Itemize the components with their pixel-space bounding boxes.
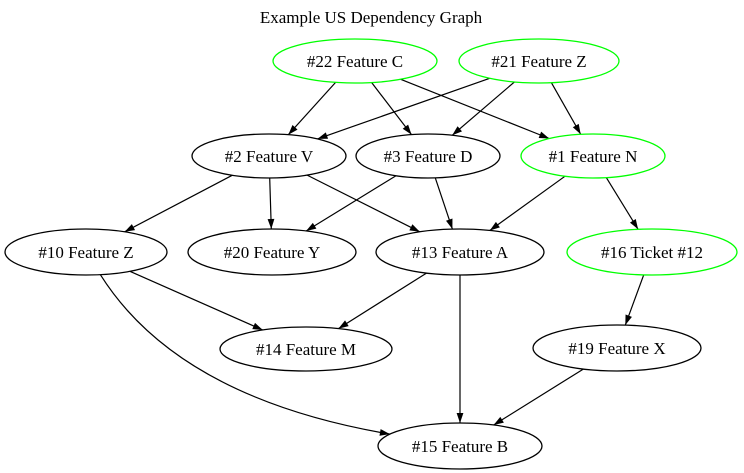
node-label: #15 Feature B [412, 437, 508, 456]
graph-node-n20: #20 Feature Y [187, 228, 357, 276]
graph-title: Example US Dependency Graph [260, 8, 483, 27]
graph-node-n16: #16 Ticket #12 [566, 228, 738, 276]
edges-layer [99, 77, 645, 436]
edge-n21-n3 [451, 81, 515, 136]
edge-n2-n13 [306, 174, 421, 233]
edge-n3-n20 [305, 175, 397, 232]
graph-node-n14: #14 Feature M [219, 326, 393, 372]
graph-node-n13: #13 Feature A [375, 228, 545, 276]
node-label: #10 Feature Z [38, 243, 133, 262]
node-label: #19 Feature X [568, 339, 665, 358]
node-label: #22 Feature C [307, 52, 403, 71]
edge-n10-n15 [99, 274, 391, 436]
graph-node-n15: #15 Feature B [377, 422, 543, 470]
node-label: #13 Feature A [412, 243, 509, 262]
node-ellipse [532, 324, 702, 372]
edge-n1-n13 [489, 175, 566, 231]
node-label: #2 Feature V [225, 147, 314, 166]
graph-node-n22: #22 Feature C [272, 38, 438, 84]
node-ellipse [377, 422, 543, 470]
graph-node-n10: #10 Feature Z [4, 228, 168, 276]
node-ellipse [375, 228, 545, 276]
nodes-layer: #22 Feature C #21 Feature Z #2 Feature V #3… [4, 38, 738, 470]
edge-n22-n1 [400, 78, 550, 140]
edge-n13-n14 [338, 272, 427, 330]
node-ellipse [219, 326, 393, 372]
edge-n1-n16 [605, 177, 639, 230]
edge-n3-n13 [434, 177, 453, 230]
node-ellipse [520, 133, 666, 179]
edge-n2-n10 [124, 174, 233, 233]
node-label: #21 Feature Z [491, 52, 586, 71]
node-ellipse [566, 228, 738, 276]
edge-n19-n15 [493, 368, 584, 426]
graph-node-n2: #2 Feature V [191, 133, 347, 179]
node-ellipse [191, 133, 347, 179]
edge-n21-n2 [317, 77, 490, 140]
edge-n21-n1 [550, 82, 582, 135]
node-label: #20 Feature Y [224, 243, 321, 262]
node-label: #1 Feature N [549, 147, 638, 166]
edge-n16-n19 [624, 274, 645, 326]
edge-n22-n3 [371, 82, 412, 135]
node-label: #16 Ticket #12 [601, 243, 703, 262]
graph-node-n3: #3 Feature D [355, 133, 501, 179]
graph-node-n21: #21 Feature Z [458, 38, 620, 84]
node-ellipse [187, 228, 357, 276]
node-label: #14 Feature M [256, 340, 356, 359]
node-ellipse [272, 38, 438, 84]
node-ellipse [355, 133, 501, 179]
edge-n10-n14 [129, 270, 264, 331]
node-label: #3 Feature D [384, 147, 473, 166]
edge-n2-n20 [267, 177, 275, 230]
edge-n22-n2 [287, 81, 337, 136]
node-ellipse [458, 38, 620, 84]
node-ellipse [4, 228, 168, 276]
graph-node-n1: #1 Feature N [520, 133, 666, 179]
graph-node-n19: #19 Feature X [532, 324, 702, 372]
